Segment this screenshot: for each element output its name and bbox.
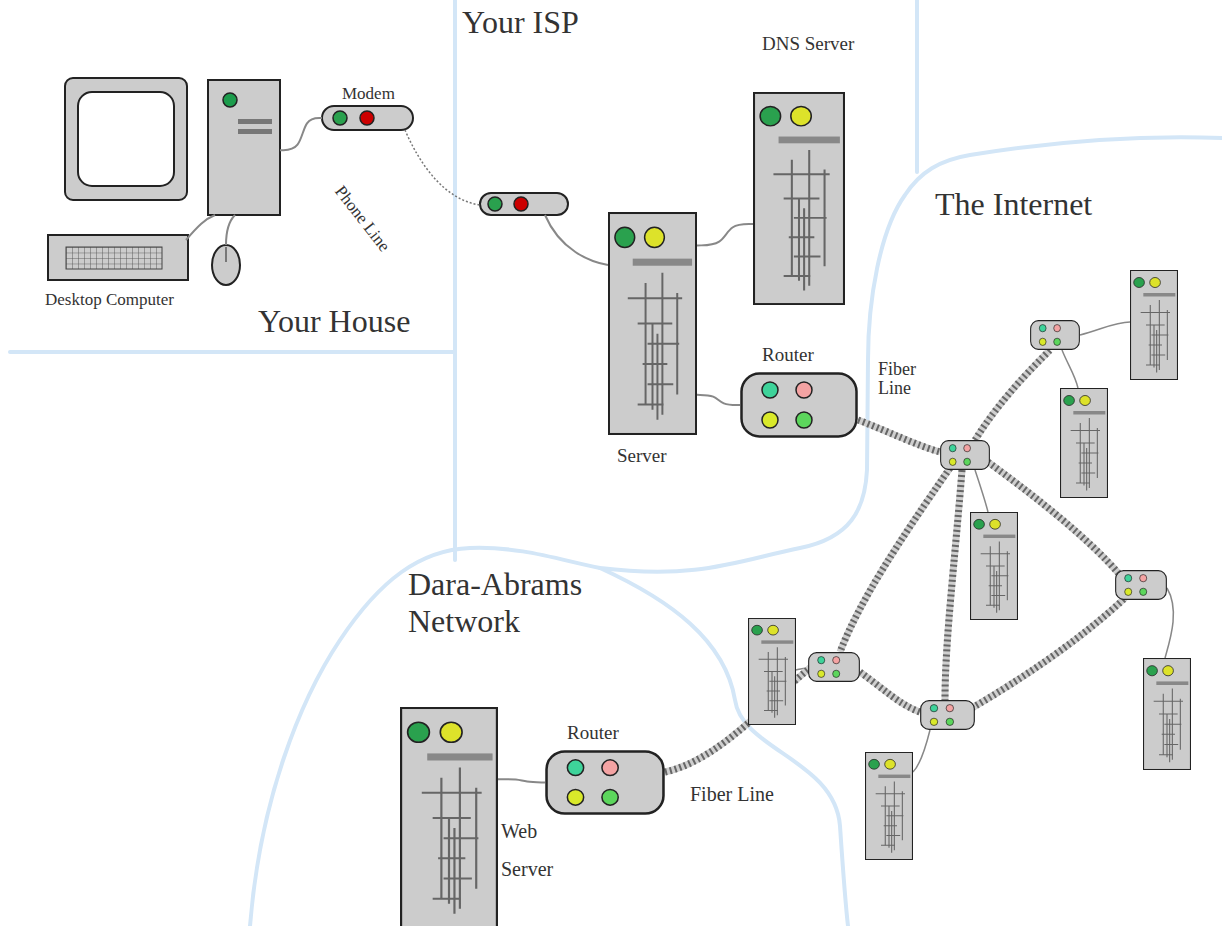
line-label: Fiber Line [690,783,774,806]
region-label: Your House [258,303,410,340]
device-label: Router [762,344,814,366]
region-label: The Internet [935,186,1092,223]
region-label: Your ISP [462,4,579,41]
line-label: Phone Line [331,182,394,255]
device-label: Desktop Computer [45,290,174,310]
desktop-computer: Desktop Computer [45,76,280,288]
device-label: Router [567,722,619,744]
cable-connector [697,395,740,405]
isp-server: Server [608,212,697,435]
region-label: Dara-Abrams Network [408,566,648,640]
device-label: Server [617,445,667,467]
modem: Modem [322,106,413,130]
line-label: Fiber Line [878,360,933,398]
device-label: DNS Server [762,33,854,55]
device-label: Modem [342,84,395,104]
cable-connector [498,779,545,782]
device-label: Web Server [501,812,573,888]
cable-connector [697,224,753,245]
web-server: Web Server [400,707,498,926]
cable-connector [280,118,322,150]
network-router: Router [545,750,665,815]
dns-server: DNS Server [753,92,845,305]
isp-router: Router [740,372,858,438]
